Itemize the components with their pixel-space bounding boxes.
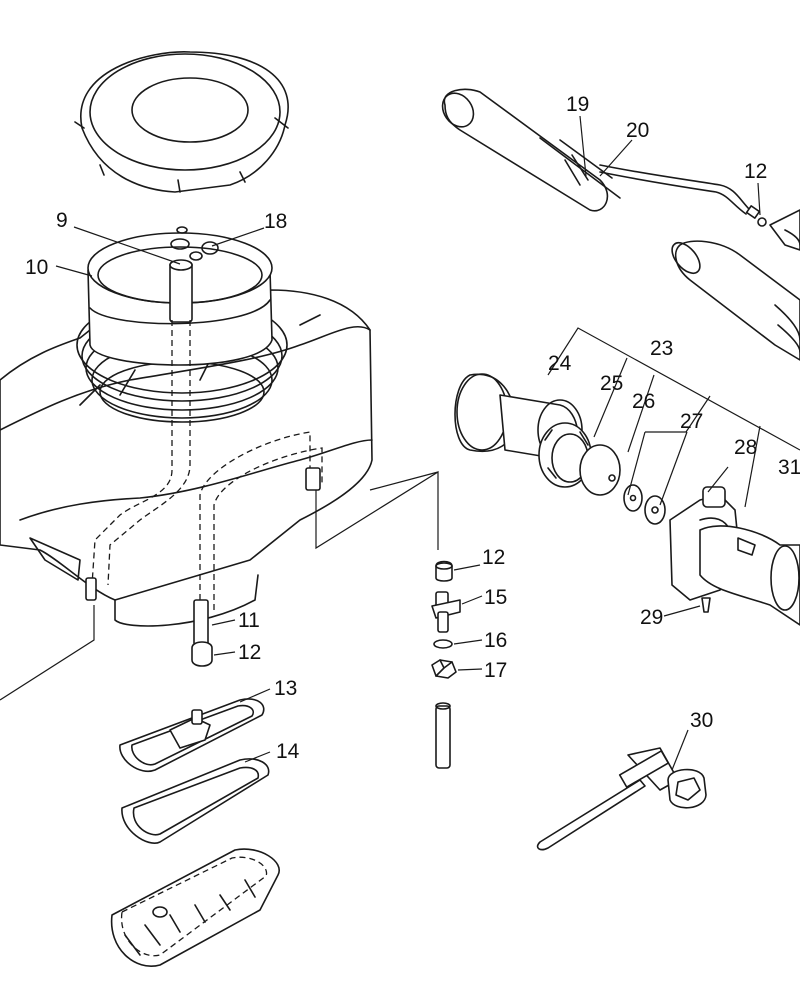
- assembly-bracket: [547, 327, 800, 508]
- callout-20: 20: [626, 119, 649, 142]
- callout-25: 25: [600, 372, 623, 395]
- callout-10: 10: [25, 256, 48, 279]
- callout-19: 19: [566, 93, 589, 116]
- drain-guard: [110, 848, 280, 967]
- tank-fittings: [85, 467, 321, 667]
- callout-26: 26: [632, 390, 655, 413]
- socket-wrench: [536, 747, 707, 851]
- drain-plate: [119, 698, 265, 773]
- callout-18: 18: [264, 210, 287, 233]
- callout-28: 28: [734, 436, 757, 459]
- internal-pickup-tubes: [91, 320, 323, 610]
- fuel-hose: [441, 88, 800, 251]
- callout-24: 24: [548, 352, 572, 375]
- return-hose: [671, 240, 800, 361]
- fuel-strainer: [87, 226, 273, 366]
- leader-lines: [55, 115, 761, 771]
- callout-29: 29: [640, 606, 663, 629]
- callout-27: 27: [680, 410, 703, 433]
- drain-fittings: [431, 560, 461, 769]
- callout-12-center: 12: [482, 546, 505, 569]
- callout-12-bottom: 12: [238, 641, 261, 664]
- callout-15: 15: [484, 586, 507, 609]
- callout-14: 14: [276, 740, 300, 763]
- callout-31: 31: [778, 456, 800, 479]
- fuel-line-routing: [0, 470, 439, 701]
- callout-23: 23: [650, 337, 673, 360]
- callout-30: 30: [690, 709, 713, 732]
- callout-labels: 9 18 10 19 20 12 23 24 25 26 27 28 31 12…: [25, 93, 800, 763]
- callout-17: 17: [484, 659, 507, 682]
- callout-9: 9: [56, 209, 68, 232]
- callout-16: 16: [484, 629, 507, 652]
- callout-12-top: 12: [744, 160, 767, 183]
- callout-13: 13: [274, 677, 297, 700]
- fuel-gauge-assembly: [454, 373, 800, 626]
- tank-cap: [74, 51, 289, 193]
- callout-11: 11: [238, 609, 260, 632]
